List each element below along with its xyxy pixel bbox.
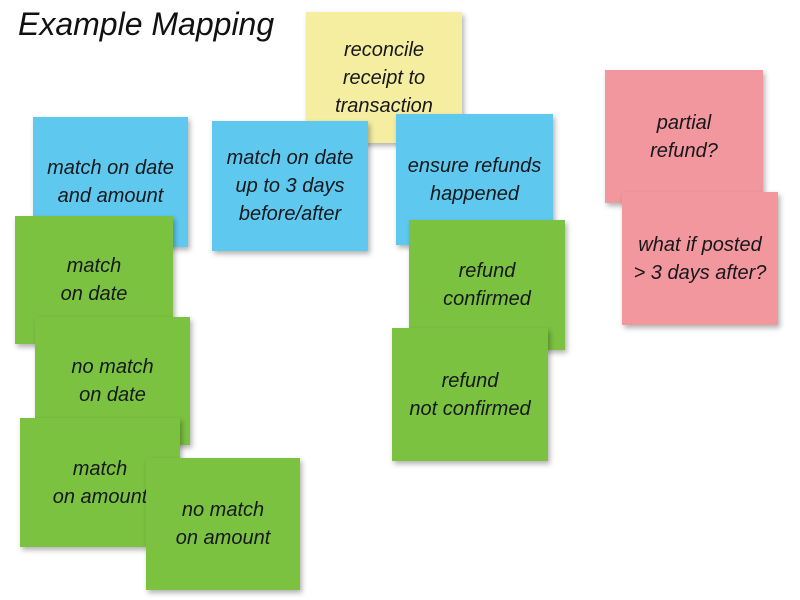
note-line: on date xyxy=(60,283,128,305)
sticky-note-match-on-date-up-to-3-days: match on date up to 3 days before/after xyxy=(212,121,368,251)
note-line: no match xyxy=(71,356,154,378)
note-line: partial xyxy=(656,111,712,134)
note-line: on date xyxy=(79,384,146,406)
note-line: happened xyxy=(430,182,519,205)
note-line: ensure refunds xyxy=(407,154,542,177)
note-line: and amount xyxy=(57,185,164,207)
note-line: match xyxy=(72,457,128,480)
note-line: what if posted xyxy=(638,233,762,256)
note-line: transaction xyxy=(335,94,433,117)
note-line: on amount xyxy=(175,527,271,549)
note-line: match on date xyxy=(226,147,354,169)
page-title: Example Mapping xyxy=(18,6,275,42)
sticky-note-partial-refund: partial refund? xyxy=(605,70,763,203)
note-line: up to 3 days xyxy=(235,175,345,197)
note-line: reconcile xyxy=(343,38,425,61)
note-line: match on date xyxy=(47,157,174,179)
sticky-note-what-if-posted-3-days-after: what if posted > 3 days after? xyxy=(622,192,778,325)
note-line: refund? xyxy=(650,139,718,162)
sticky-note-refund-not-confirmed: refund not confirmed xyxy=(392,328,548,461)
note-line: before/after xyxy=(238,203,342,225)
note-line: confirmed xyxy=(443,288,531,310)
note-line: refund xyxy=(458,260,516,282)
note-line: not confirmed xyxy=(409,397,531,420)
sticky-note-no-match-on-amount: no match on amount xyxy=(146,458,300,590)
note-line: refund xyxy=(441,369,499,392)
note-line: receipt to xyxy=(342,66,426,89)
note-line: > 3 days after? xyxy=(633,261,767,284)
note-line: no match xyxy=(181,499,265,521)
note-line: match xyxy=(66,255,122,277)
note-line: on amount xyxy=(52,485,148,508)
